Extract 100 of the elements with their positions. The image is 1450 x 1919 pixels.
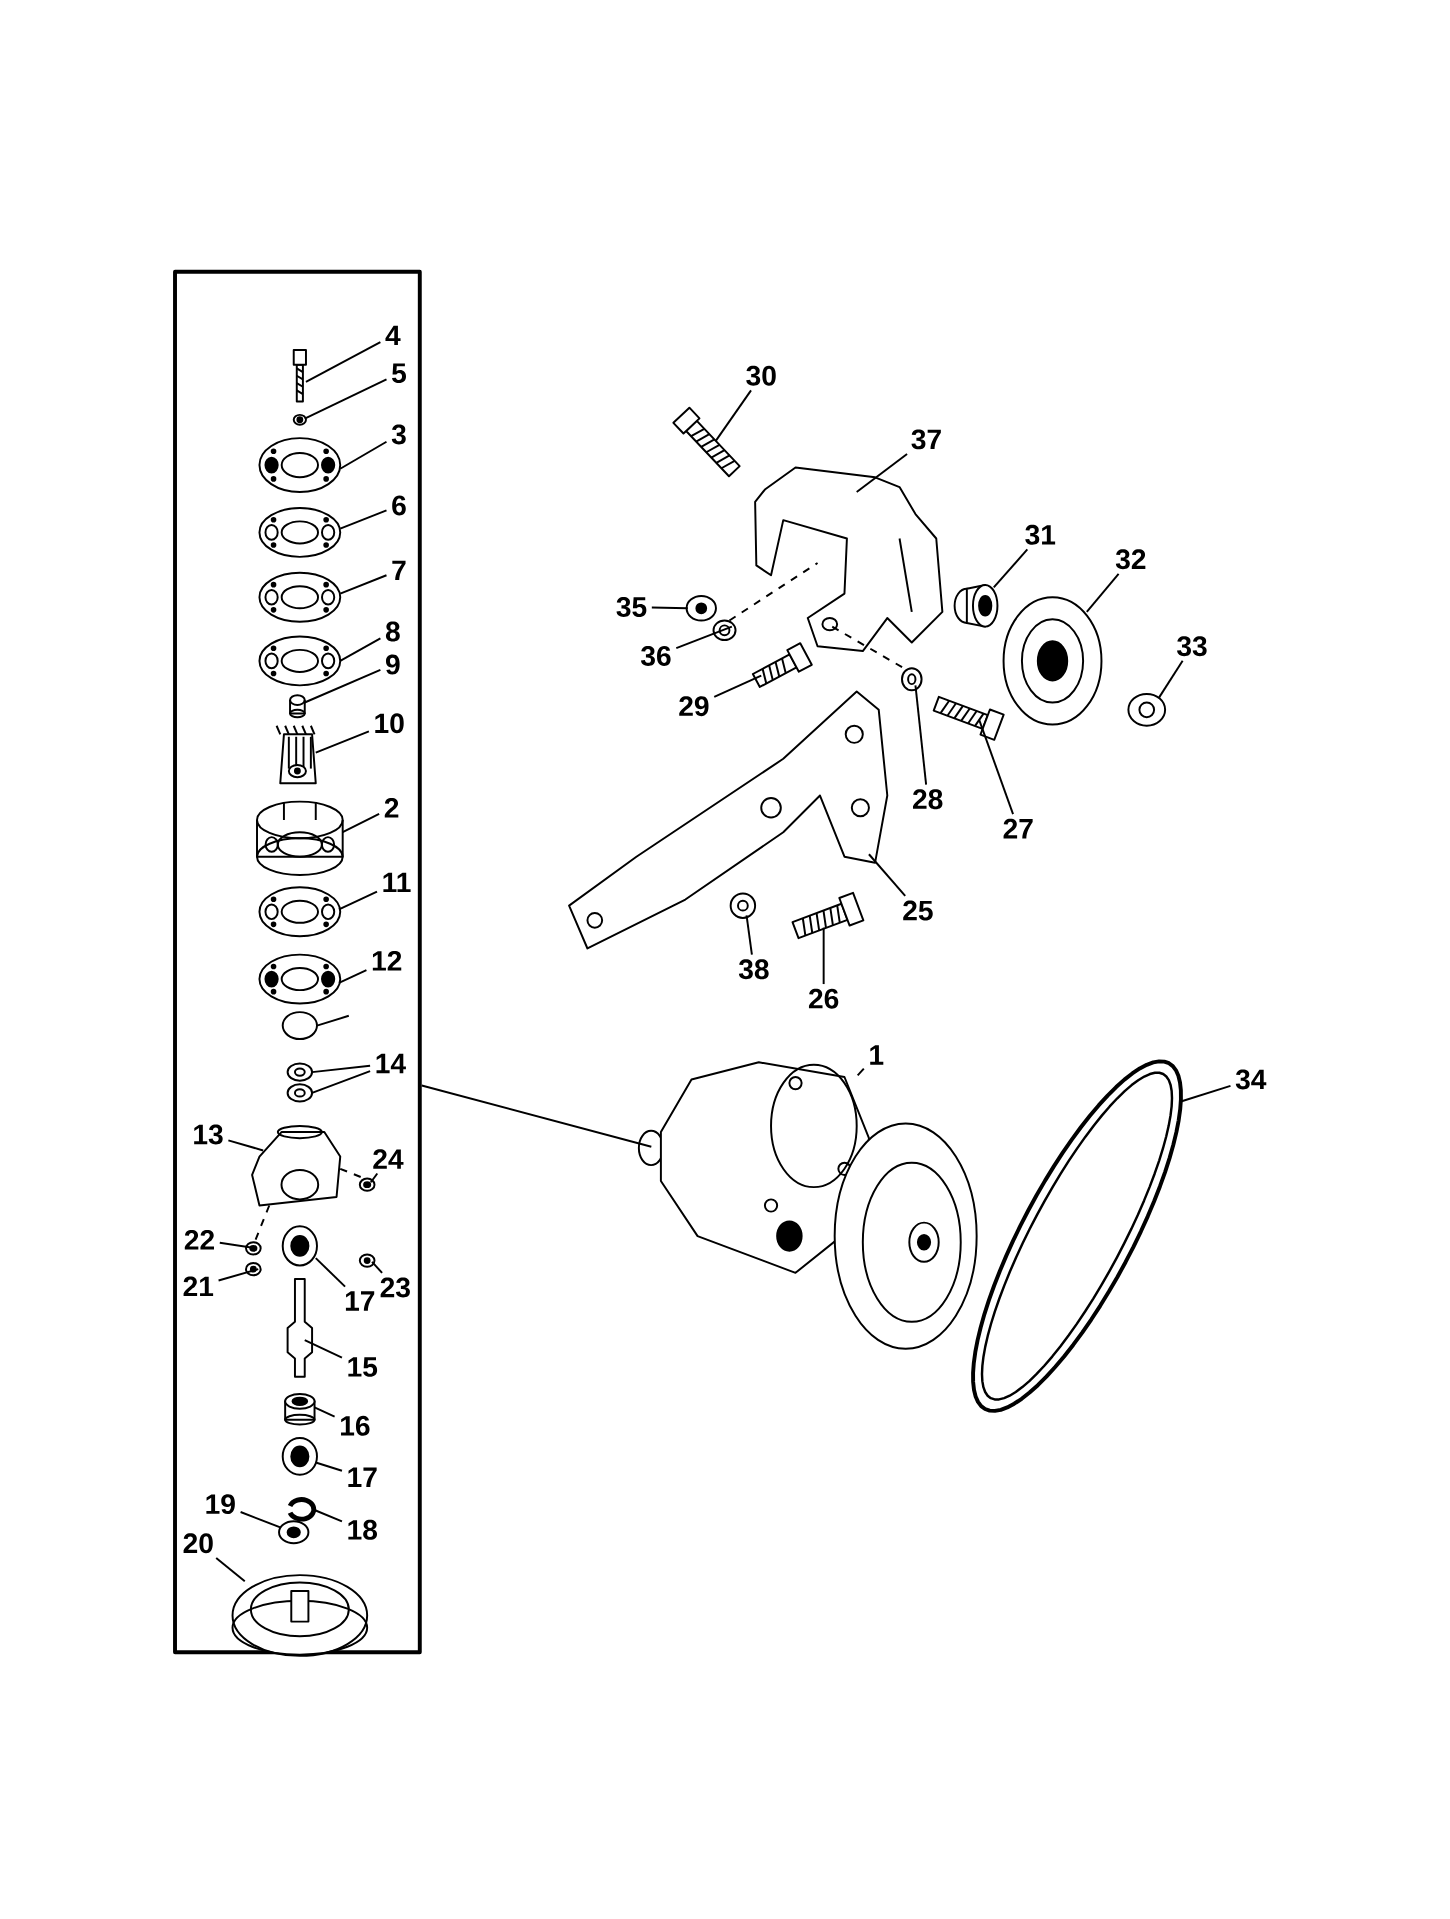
washer-drawing xyxy=(712,619,737,642)
callout-number: 7 xyxy=(392,560,406,580)
impeller-drawing xyxy=(275,724,317,785)
leader-line xyxy=(303,1339,343,1359)
leader-line xyxy=(339,509,388,530)
callout-number: 9 xyxy=(385,654,400,675)
leader-line xyxy=(314,730,370,754)
bolt-drawing xyxy=(672,406,741,478)
washer-drawing xyxy=(292,413,307,426)
leader-line xyxy=(339,574,388,595)
snap-ring-drawing xyxy=(287,1497,316,1522)
leader-line xyxy=(867,853,907,897)
leader-line xyxy=(650,606,689,610)
o-ring-drawing xyxy=(281,1011,318,1041)
callout-number: 32 xyxy=(1115,549,1146,570)
callout-number: 30 xyxy=(746,365,776,386)
callout-number: 12 xyxy=(372,950,402,971)
mounting-plate-drawing xyxy=(568,690,889,950)
callout-number: 5 xyxy=(391,363,406,384)
washer-drawing xyxy=(244,1241,262,1256)
callout-number: 22 xyxy=(184,1229,214,1250)
callout-number: 21 xyxy=(183,1276,213,1297)
pulley-drawing xyxy=(231,1574,368,1657)
callout-number: 18 xyxy=(348,1519,377,1540)
bolt-drawing xyxy=(751,642,813,688)
callout-number: 11 xyxy=(383,872,411,893)
leader-line xyxy=(313,1406,336,1418)
leader-line xyxy=(978,718,1014,816)
leader-line xyxy=(855,453,908,493)
gasket-drawing xyxy=(258,886,342,938)
callout-number: 27 xyxy=(1003,818,1033,839)
callout-number: 17 xyxy=(345,1291,375,1311)
nut-drawing xyxy=(244,1262,262,1277)
callout-number: 17 xyxy=(348,1467,377,1487)
bolt-drawing xyxy=(932,695,1005,741)
leader-line xyxy=(314,1461,343,1472)
leader-line xyxy=(1179,1084,1232,1103)
nut-drawing xyxy=(358,1253,376,1268)
seal-drawing xyxy=(286,1083,313,1103)
callout-number: 33 xyxy=(1176,636,1207,657)
leader-line xyxy=(341,813,380,834)
nut-drawing xyxy=(1127,692,1166,727)
plug-drawing xyxy=(288,694,306,719)
callout-number: 25 xyxy=(903,900,933,921)
leader-line xyxy=(239,1511,282,1529)
leader-line xyxy=(713,674,763,698)
leader-line xyxy=(310,1070,371,1094)
leader-line xyxy=(218,1241,258,1250)
gasket-drawing xyxy=(258,506,342,558)
leader-line xyxy=(992,548,1029,589)
wear-plate-drawing xyxy=(258,635,342,687)
idler-pulley-drawing xyxy=(1002,596,1103,726)
shaft-drawing xyxy=(286,1277,313,1378)
callout-number: 10 xyxy=(375,713,404,734)
leader-line xyxy=(315,1014,350,1027)
pump-body-drawing xyxy=(251,1124,342,1207)
callout-number: 14 xyxy=(376,1053,406,1074)
seal-drawing xyxy=(277,1520,310,1545)
bearing-drawing xyxy=(281,1225,318,1267)
callout-number: 8 xyxy=(385,621,400,642)
leader-line xyxy=(215,1556,246,1583)
gasket-drawing xyxy=(258,571,342,623)
leader-line xyxy=(1157,659,1184,699)
callout-number: 28 xyxy=(912,789,943,810)
bolt-drawing xyxy=(791,891,865,940)
leader-line xyxy=(337,969,368,984)
leader-line xyxy=(217,1268,260,1282)
leader-line xyxy=(675,625,733,650)
callout-number: 23 xyxy=(380,1277,410,1298)
bearing-drawing xyxy=(281,1437,318,1476)
drive-belt-drawing xyxy=(971,1059,1183,1413)
leader-line xyxy=(369,1172,379,1184)
leader-line xyxy=(339,637,382,662)
nut-drawing xyxy=(685,595,717,622)
callout-number: 36 xyxy=(640,646,671,666)
callout-number: 13 xyxy=(194,1124,223,1145)
callout-number: 31 xyxy=(1025,524,1055,545)
leader-line xyxy=(303,378,388,420)
callout-number: 29 xyxy=(679,696,709,717)
callout-number: 24 xyxy=(373,1149,404,1169)
callout-number: 38 xyxy=(738,959,769,980)
pump-housing-drawing xyxy=(255,800,344,877)
leader-line xyxy=(339,440,388,470)
seal-drawing xyxy=(286,1062,313,1082)
bolt-drawing xyxy=(292,349,307,403)
leader-line xyxy=(745,914,753,956)
callout-number: 37 xyxy=(911,429,941,450)
washer-drawing xyxy=(900,667,923,692)
leader-line xyxy=(1085,572,1120,613)
callout-number: 4 xyxy=(385,325,401,345)
callout-number: 3 xyxy=(391,424,406,445)
callout-number: 20 xyxy=(183,1533,213,1554)
leader-line xyxy=(303,668,382,704)
callout-number: 2 xyxy=(384,797,399,818)
leader-line xyxy=(370,1260,383,1274)
callout-number: 1 xyxy=(870,1045,884,1065)
sleeve-drawing xyxy=(284,1393,316,1426)
washer-drawing xyxy=(729,892,756,919)
leader-line xyxy=(714,389,752,442)
callout-number: 6 xyxy=(392,495,406,516)
